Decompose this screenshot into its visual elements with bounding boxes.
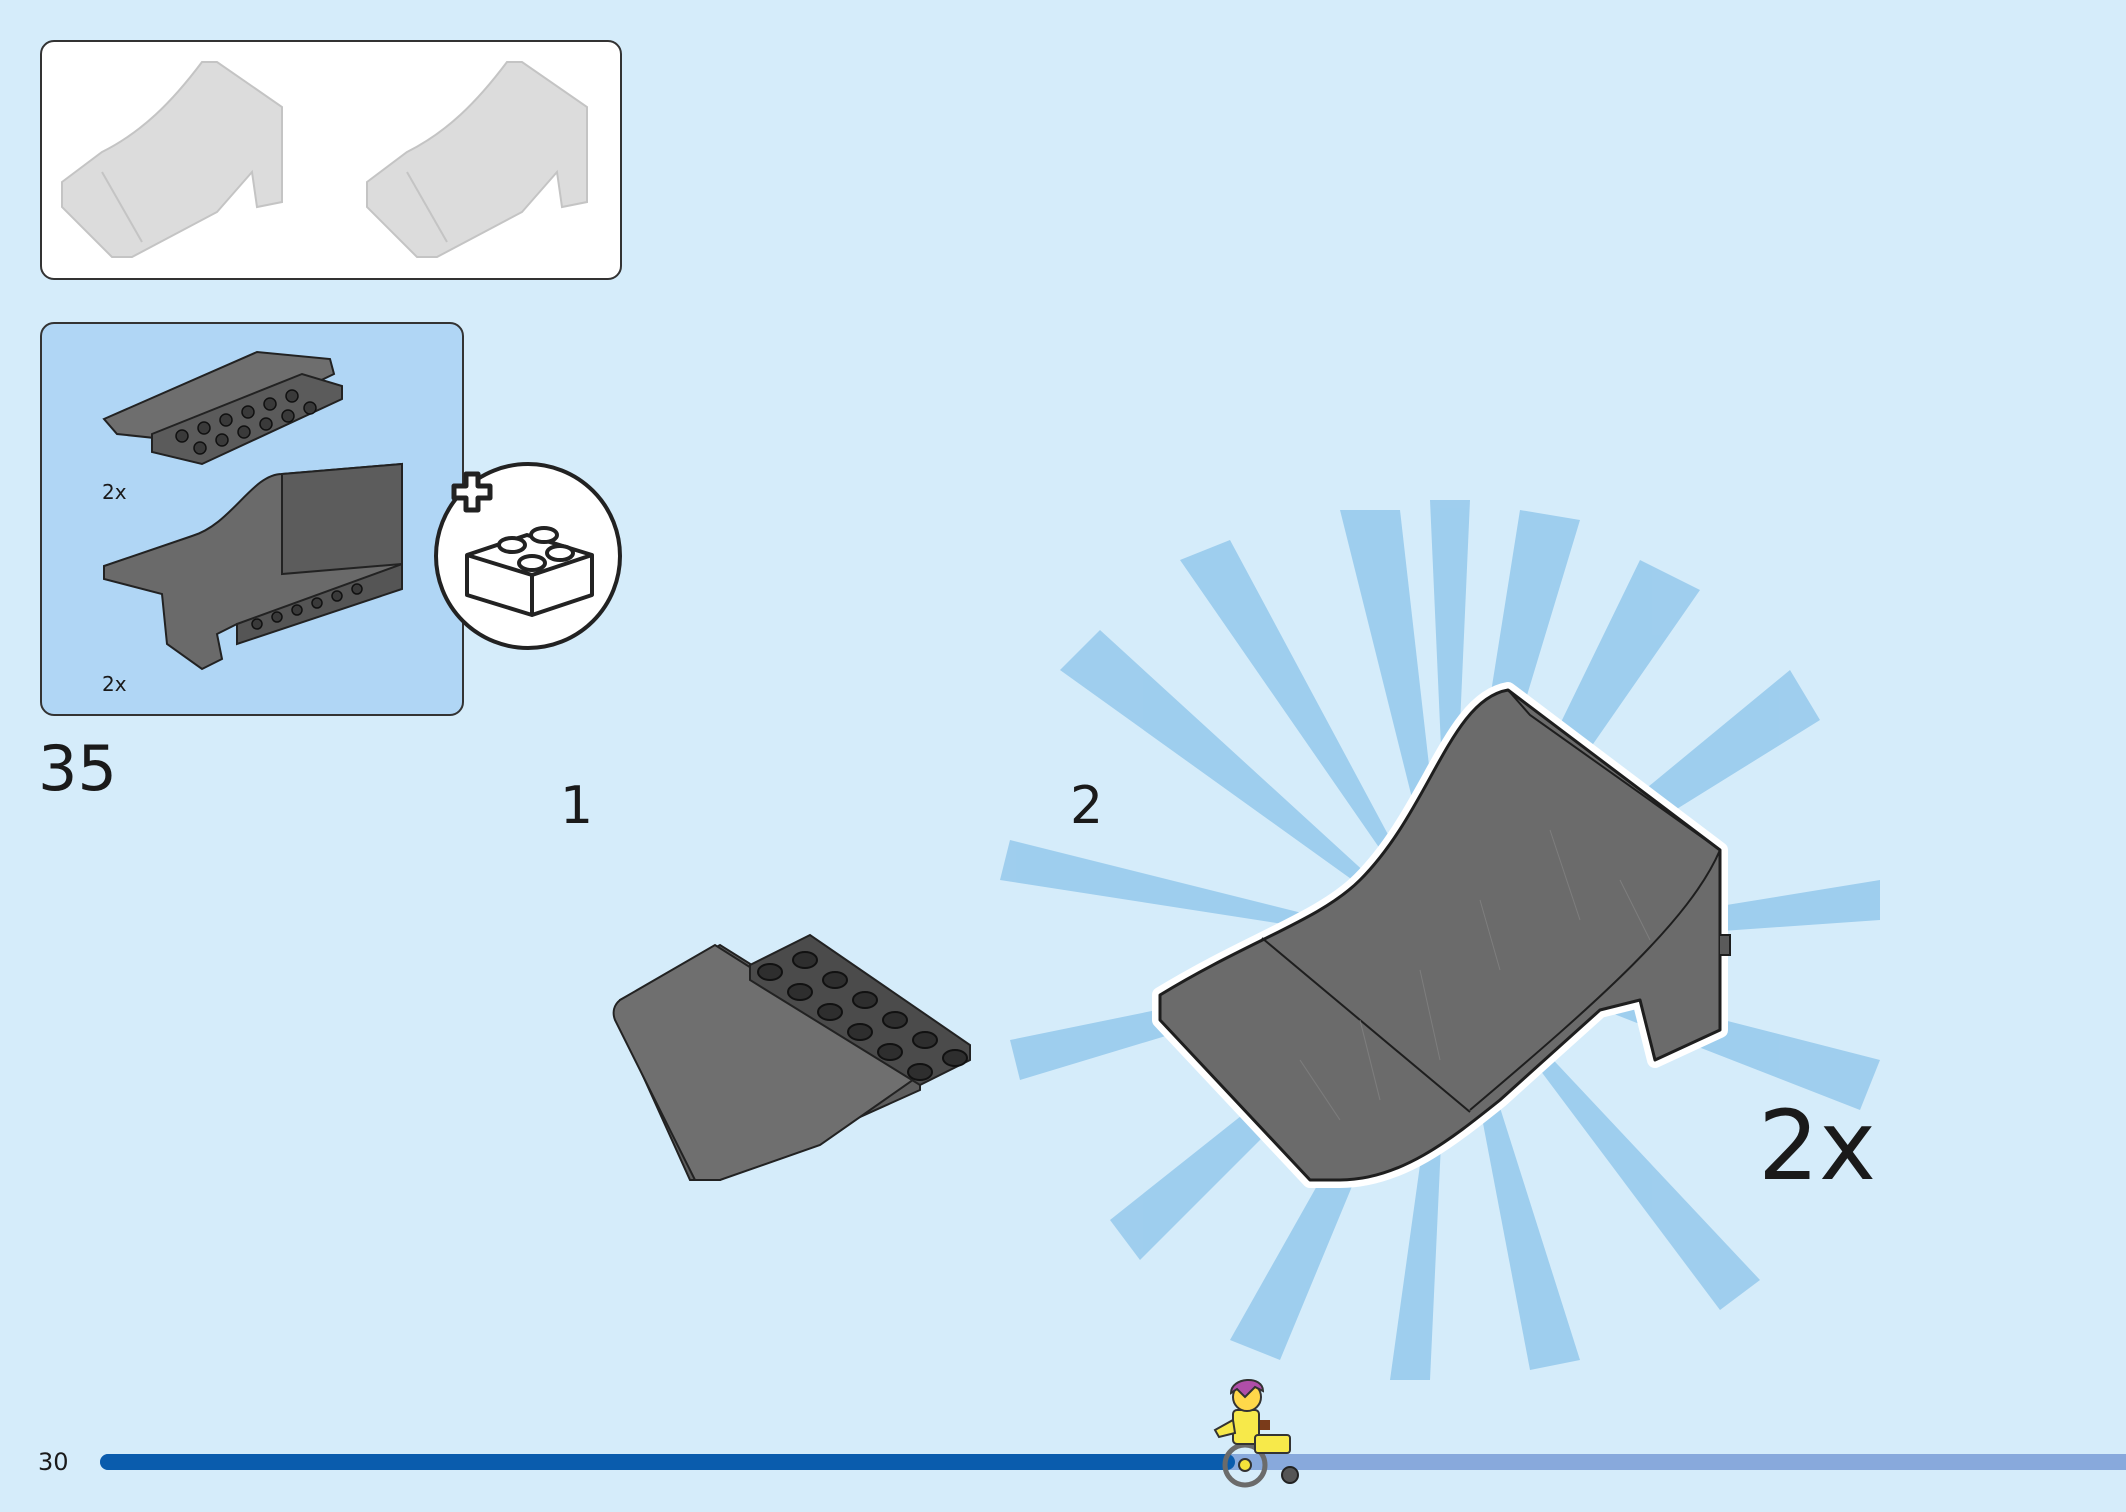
curved-ramp-part-icon <box>103 462 403 671</box>
minifigure-wheelchair-icon <box>1213 1378 1299 1488</box>
step-number: 35 <box>38 732 117 805</box>
parts-illustration <box>102 350 403 671</box>
progress-fill <box>100 1454 1235 1470</box>
assembly-multiplier: 2x <box>1758 1090 1876 1202</box>
parts-list-panel: 2x 2x <box>40 322 464 716</box>
ramp-plate-part-icon <box>102 350 343 466</box>
part-quantity-1: 2x <box>102 480 127 504</box>
substep-number-2: 2 <box>1070 776 1104 836</box>
previous-step-preview-panel <box>40 40 622 280</box>
page-number: 30 <box>38 1448 69 1476</box>
plate-with-studs-assembly-icon <box>612 933 971 1181</box>
add-brick-icon <box>434 462 622 650</box>
ramp-preview-icon <box>61 61 588 258</box>
substep-number-1: 1 <box>560 776 594 836</box>
completed-ramp-assembly-icon <box>1000 500 1880 1380</box>
part-quantity-2: 2x <box>102 672 127 696</box>
